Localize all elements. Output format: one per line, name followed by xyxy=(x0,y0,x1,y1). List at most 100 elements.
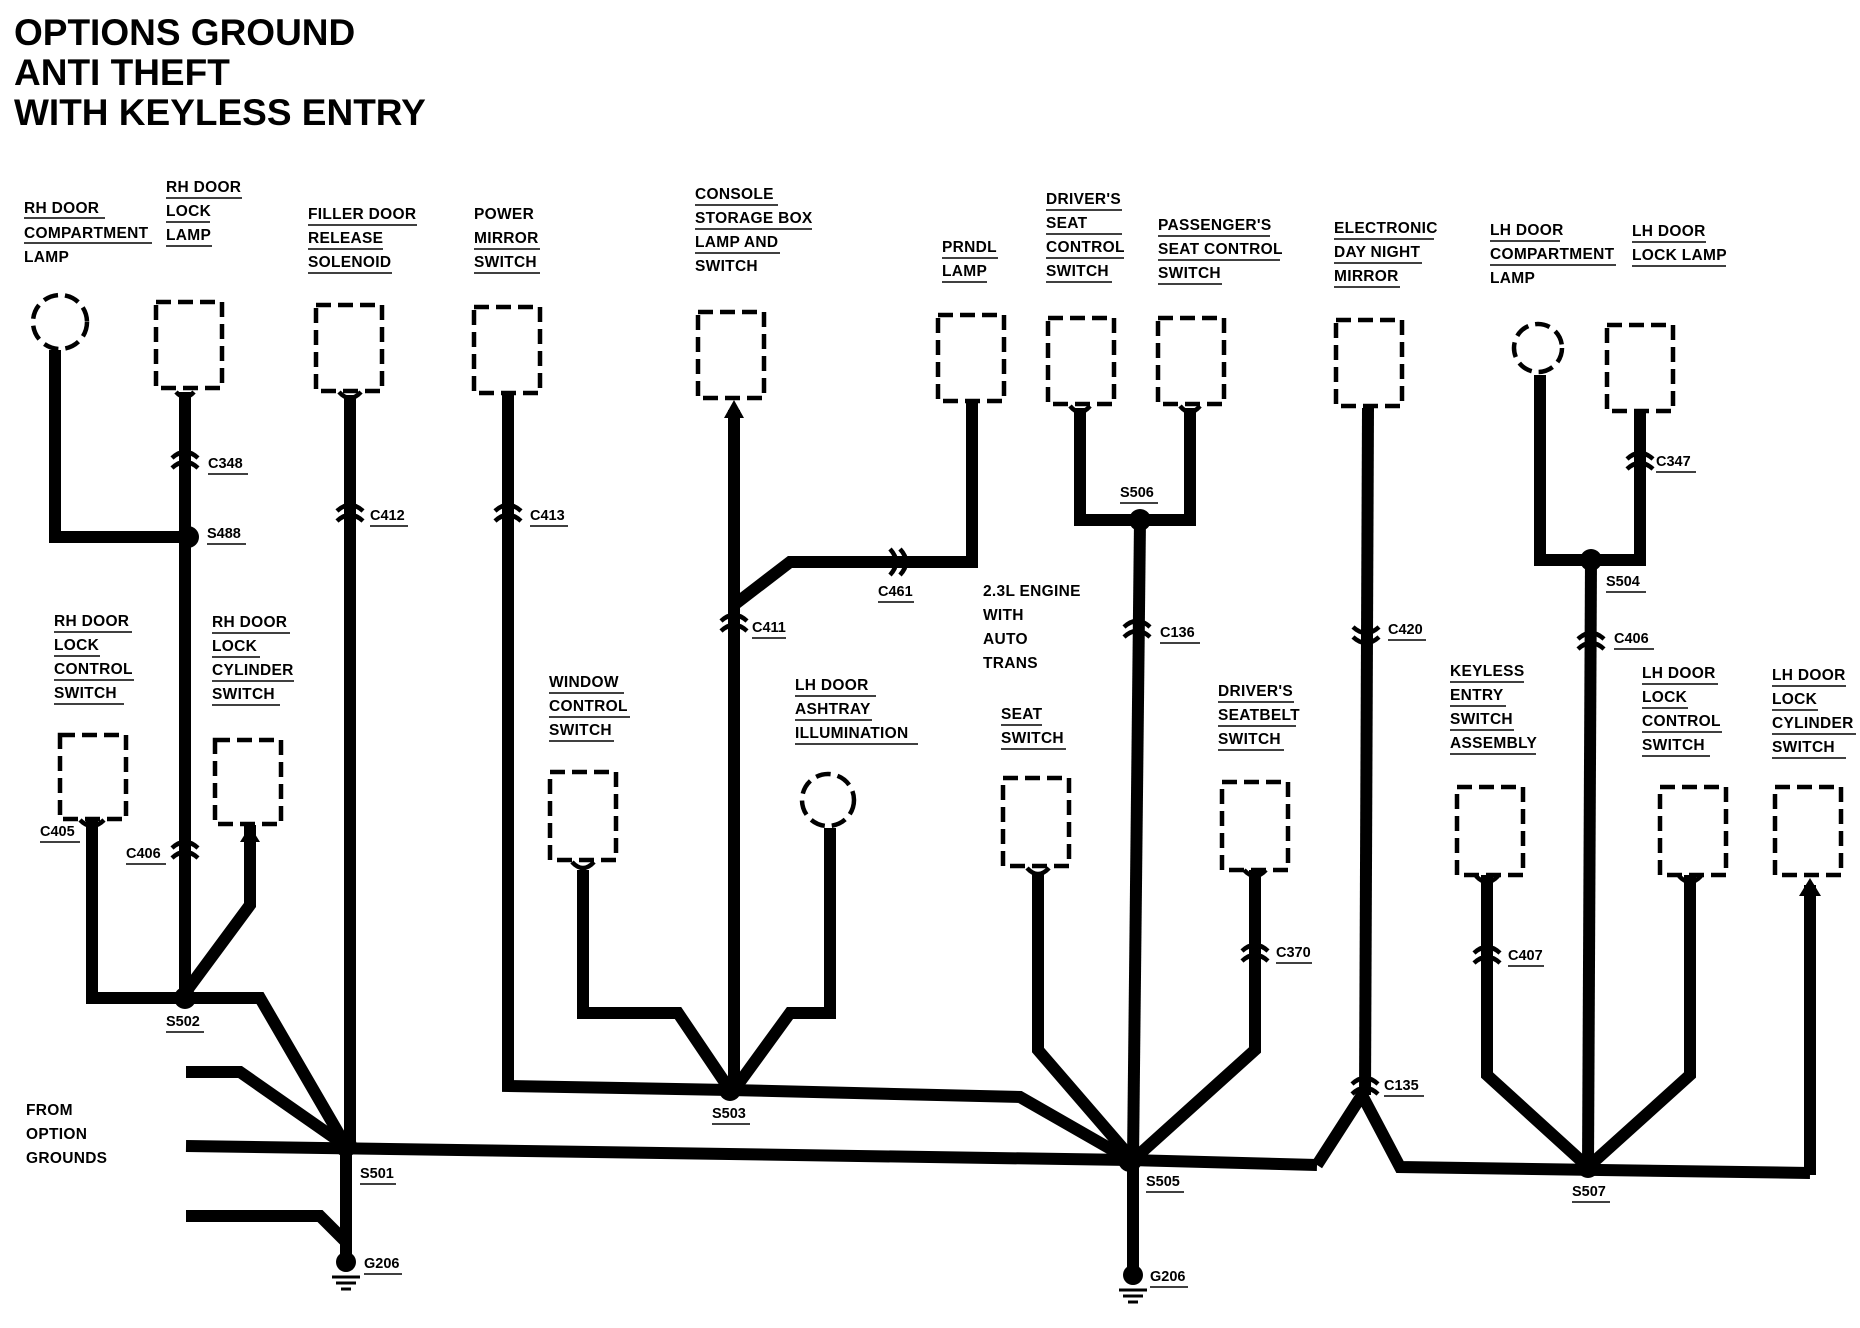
label-lh-door-lock-lamp: LH DOOR LOCK LAMP xyxy=(1632,223,1727,267)
connector-labels: C348 C412 C413 C461 C411 C136 C420 C347 … xyxy=(40,454,1696,1097)
connector-c348-symbol xyxy=(170,449,200,470)
svg-text:LAMP: LAMP xyxy=(166,227,211,244)
wires xyxy=(49,350,1816,1275)
wire-prndl xyxy=(730,398,978,610)
svg-text:SWITCH: SWITCH xyxy=(474,254,537,271)
svg-text:WINDOW: WINDOW xyxy=(549,674,619,691)
lh-lock-cylinder-switch-symbol xyxy=(1772,784,1844,878)
svg-text:MIRROR: MIRROR xyxy=(1334,268,1399,285)
from-option-grounds-note: FROM OPTION GROUNDS xyxy=(26,1102,107,1167)
rh-lock-cylinder-switch-symbol xyxy=(212,737,284,827)
svg-text:SEAT: SEAT xyxy=(1001,706,1043,723)
label-passengers-seat: PASSENGER'S SEAT CONTROL SWITCH xyxy=(1158,217,1283,285)
svg-text:ASSEMBLY: ASSEMBLY xyxy=(1450,735,1537,752)
svg-text:CONTROL: CONTROL xyxy=(549,698,628,715)
svg-text:2.3L ENGINE: 2.3L ENGINE xyxy=(983,583,1081,600)
label-lh-door-compartment-lamp: LH DOOR COMPARTMENT LAMP xyxy=(1490,222,1616,287)
svg-text:RH DOOR: RH DOOR xyxy=(24,200,99,217)
svg-text:DAY NIGHT: DAY NIGHT xyxy=(1334,244,1420,261)
arrow-head xyxy=(724,400,744,418)
seat-switch-symbol xyxy=(1000,775,1072,869)
svg-text:LOCK: LOCK xyxy=(166,203,212,220)
svg-text:LOCK: LOCK xyxy=(1772,691,1818,708)
svg-text:MIRROR: MIRROR xyxy=(474,230,539,247)
svg-text:ELECTRONIC: ELECTRONIC xyxy=(1334,220,1438,237)
svg-text:ILLUMINATION: ILLUMINATION xyxy=(795,725,909,742)
svg-text:SEATBELT: SEATBELT xyxy=(1218,707,1300,724)
wire-lh-comp-lamp xyxy=(1534,375,1592,566)
svg-text:LH DOOR: LH DOOR xyxy=(1632,223,1706,240)
svg-text:CONTROL: CONTROL xyxy=(1642,713,1721,730)
connector-c461-symbol xyxy=(888,547,909,577)
ashtray-illumination-symbol xyxy=(799,771,857,829)
svg-text:SEAT CONTROL: SEAT CONTROL xyxy=(1158,241,1283,258)
wire-c405 xyxy=(86,818,185,1004)
svg-text:CYLINDER: CYLINDER xyxy=(212,662,294,679)
splice-s504 xyxy=(1580,549,1602,571)
svg-text:SWITCH: SWITCH xyxy=(1001,730,1064,747)
label-rh-lock-control: RH DOOR LOCK CONTROL SWITCH xyxy=(54,613,134,705)
svg-text:CONTROL: CONTROL xyxy=(54,661,133,678)
passengers-seat-control-symbol xyxy=(1155,315,1227,407)
label-prndl: PRNDL LAMP xyxy=(942,239,998,283)
terminal-cup xyxy=(1677,874,1703,885)
lh-lock-control-switch-symbol xyxy=(1657,784,1729,878)
svg-text:LH DOOR: LH DOOR xyxy=(1642,665,1716,682)
connector-label-c413: C413 xyxy=(530,508,565,524)
connector-label-c406a: C406 xyxy=(126,846,161,862)
filler-door-solenoid-symbol xyxy=(313,302,385,394)
connector-label-c420: C420 xyxy=(1388,622,1423,638)
wire-rh-comp-lamp xyxy=(49,350,188,543)
svg-text:RH DOOR: RH DOOR xyxy=(212,614,287,631)
connector-label-c136: C136 xyxy=(1160,625,1195,641)
ground-g206-right xyxy=(1119,1265,1147,1304)
wire-power-mirror xyxy=(502,395,731,1096)
label-lh-lock-control: LH DOOR LOCK CONTROL SWITCH xyxy=(1642,665,1722,757)
svg-text:CONTROL: CONTROL xyxy=(1046,239,1125,256)
terminal-cup xyxy=(78,818,106,829)
splice-points xyxy=(174,509,1602,1178)
splice-labels: S488 S506 S504 S502 S503 S501 S505 S507 xyxy=(166,485,1646,1203)
wire-keyless xyxy=(1481,873,1593,1172)
svg-text:LH DOOR: LH DOOR xyxy=(795,677,869,694)
svg-text:ASHTRAY: ASHTRAY xyxy=(795,701,871,718)
title-line-2: ANTI THEFT xyxy=(14,52,230,93)
connector-c347-symbol xyxy=(1625,450,1655,471)
connector-c406b-symbol xyxy=(1576,630,1606,651)
svg-text:WITH: WITH xyxy=(983,607,1024,624)
wire-s506-s505 xyxy=(1127,519,1146,1161)
connector-c411-symbol xyxy=(719,612,749,633)
splice-s506 xyxy=(1129,509,1151,531)
svg-text:SWITCH: SWITCH xyxy=(695,258,758,275)
wire-from-option-3 xyxy=(186,1210,351,1247)
label-filler-door: FILLER DOOR RELEASE SOLENOID xyxy=(308,206,417,274)
svg-text:DRIVER'S: DRIVER'S xyxy=(1046,191,1121,208)
svg-text:RH DOOR: RH DOOR xyxy=(166,179,241,196)
lh-door-lock-lamp-symbol xyxy=(1604,322,1676,414)
svg-text:LH DOOR: LH DOOR xyxy=(1490,222,1564,239)
title-line-1: OPTIONS GROUND xyxy=(14,12,355,53)
ground-label-g206-right: G206 xyxy=(1150,1269,1185,1285)
splice-label-s504: S504 xyxy=(1606,574,1640,590)
splice-label-s488: S488 xyxy=(207,526,241,542)
wire-s502-s501 xyxy=(185,992,352,1150)
svg-text:SWITCH: SWITCH xyxy=(1046,263,1109,280)
ground-g206-left xyxy=(332,1252,360,1291)
terminal-cup xyxy=(1068,404,1092,415)
splice-s502 xyxy=(174,987,196,1009)
lh-door-compartment-lamp-symbol xyxy=(1511,321,1565,375)
seatbelt-switch-symbol xyxy=(1219,779,1291,873)
wire-seatbelt-switch xyxy=(1128,868,1261,1165)
svg-text:LOCK: LOCK xyxy=(1642,689,1688,706)
splice-label-s501: S501 xyxy=(360,1166,394,1182)
connector-label-c407: C407 xyxy=(1508,948,1543,964)
rh-door-compartment-lamp-symbol xyxy=(30,292,90,352)
label-rh-lock-cylinder: RH DOOR LOCK CYLINDER SWITCH xyxy=(212,614,294,706)
svg-text:SWITCH: SWITCH xyxy=(549,722,612,739)
svg-text:DRIVER'S: DRIVER'S xyxy=(1218,683,1293,700)
title-line-3: WITH KEYLESS ENTRY xyxy=(14,92,426,133)
arrow-head xyxy=(240,826,260,842)
terminal-cup xyxy=(174,390,196,400)
wire-seat-switch xyxy=(1032,872,1138,1164)
